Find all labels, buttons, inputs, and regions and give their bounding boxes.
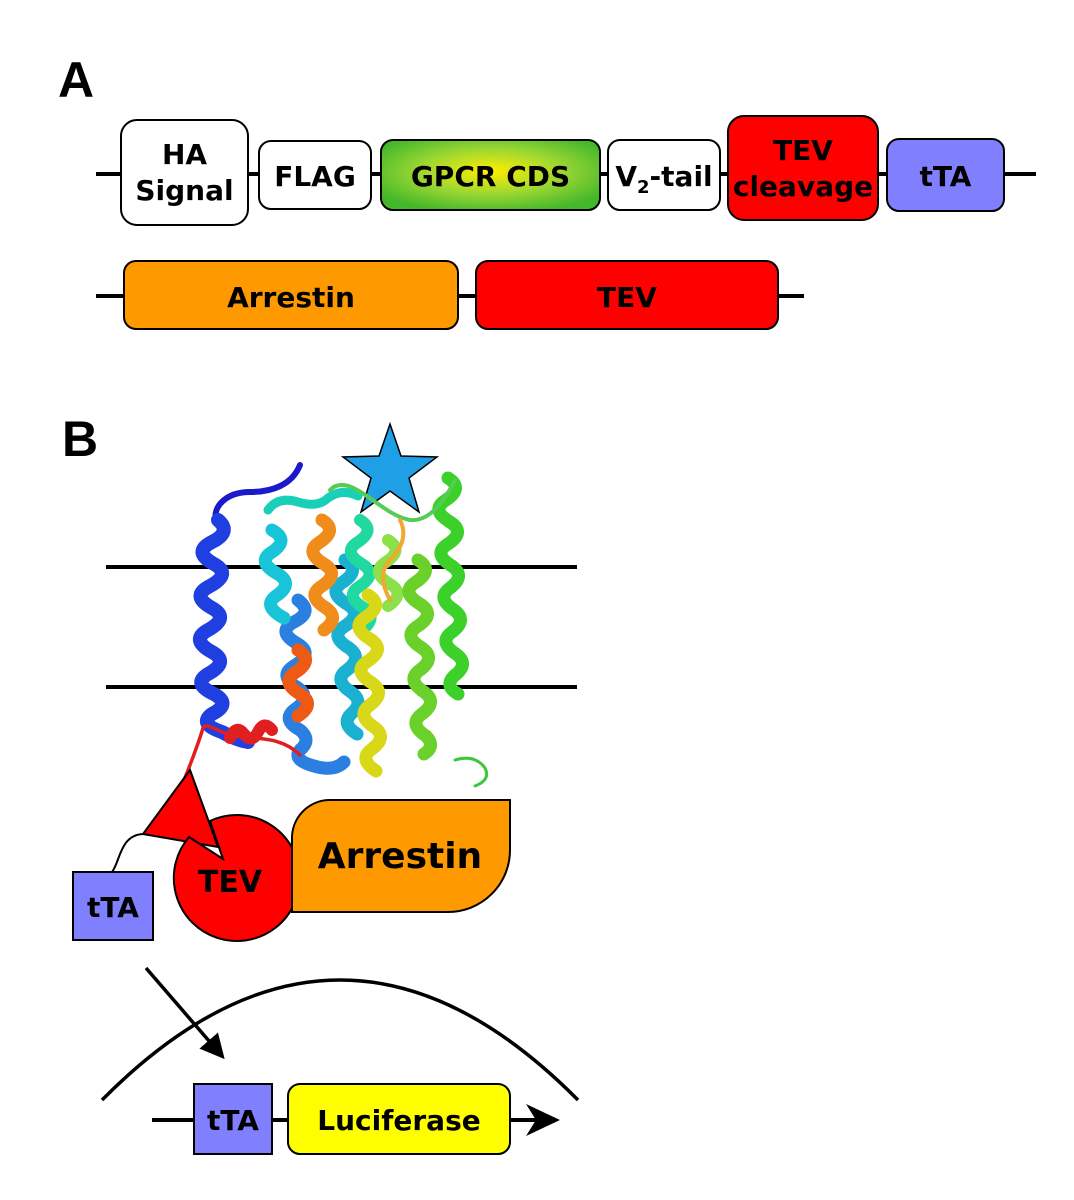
nuclear-envelope-arc [100, 978, 580, 1102]
panel-label-a: A [58, 52, 94, 108]
tta-released: tTA [72, 871, 154, 941]
tev-box-construct: TEV [475, 260, 779, 330]
ha-signal-box: HA Signal [120, 119, 249, 226]
luciferase-label: Luciferase [317, 1104, 481, 1137]
luciferase-box: Luciferase [287, 1083, 511, 1155]
flag-label: FLAG [274, 160, 356, 193]
flag-box: FLAG [258, 140, 372, 210]
ha-signal-label-line1: HA [162, 138, 207, 171]
arrestin-protein: Arrestin [291, 799, 511, 913]
tev-cleavage-label-line2: cleavage [733, 170, 873, 203]
panel-label-b: B [62, 411, 98, 467]
arrestin-label-construct: Arrestin [227, 281, 355, 314]
translocation-arrow [144, 966, 225, 1060]
arrestin-label-mechanism: Arrestin [318, 836, 482, 877]
ligand-star [340, 421, 440, 514]
tev-label-mechanism: TEV [198, 865, 263, 900]
tev-cleavage-site [111, 767, 220, 873]
tev-label-construct: TEV [597, 281, 657, 314]
tta-label-reporter: tTA [207, 1104, 259, 1137]
ha-signal-label-line2: Signal [135, 174, 233, 207]
gpcr-ribbon-structure [170, 462, 489, 812]
gpcr-cds-box: GPCR CDS [380, 139, 601, 211]
tta-box-construct: tTA [886, 138, 1005, 212]
tev-cleavage-label-line1: TEV [773, 134, 833, 167]
gpcr-cds-label: GPCR CDS [411, 160, 570, 193]
tta-label-mechanism: tTA [87, 891, 139, 924]
arrestin-box-construct: Arrestin [123, 260, 459, 330]
tev-cleavage-box: TEV cleavage [727, 115, 879, 221]
tta-label-construct: tTA [920, 160, 972, 193]
v2-tail-box: V2-tail [607, 139, 721, 211]
v2-tail-label: V2-tail [615, 160, 712, 198]
tta-promoter-box: tTA [193, 1083, 273, 1155]
reporter-arrowhead [526, 1104, 560, 1136]
tev-protease: TEV [172, 814, 301, 942]
